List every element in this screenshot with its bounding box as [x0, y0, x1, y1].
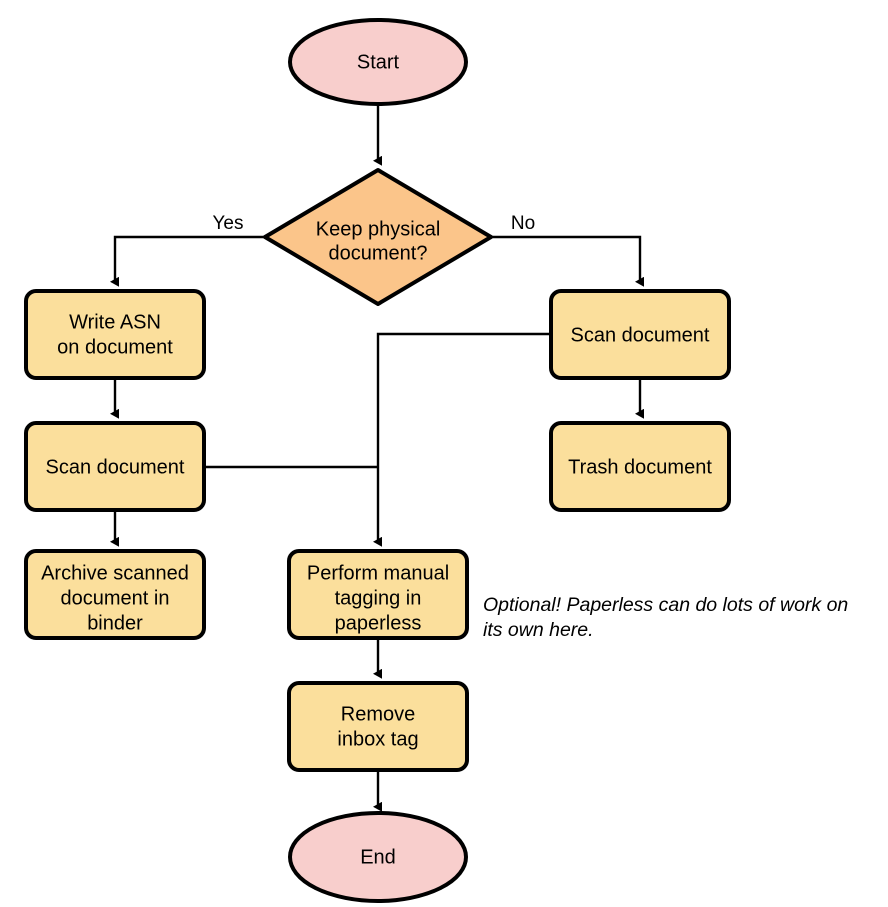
edge-label-no: No — [511, 213, 535, 234]
write-asn-label-line2: on document — [57, 336, 173, 358]
node-start[interactable]: Start — [288, 18, 468, 106]
manual-tagging-label-line3: paperless — [335, 612, 422, 634]
decision-diamond[interactable] — [263, 168, 493, 306]
node-scan-document-left[interactable]: Scan document — [24, 421, 206, 512]
archive-label-line1: Archive scanned — [41, 562, 189, 584]
end-label: End — [360, 846, 396, 868]
optional-note-line1: Optional! Paperless can do lots of work … — [483, 594, 848, 616]
edge-scan-right-to-manual-tagging — [373, 332, 551, 547]
trash-document-box[interactable] — [549, 421, 731, 512]
node-write-asn[interactable]: Write ASN on document — [24, 289, 206, 380]
decision-label-line2: document? — [329, 242, 428, 264]
edge-decision-to-write-asn — [110, 235, 265, 287]
start-ellipse[interactable] — [288, 18, 468, 106]
start-label: Start — [357, 51, 400, 73]
manual-tagging-label-line2: tagging in — [335, 587, 422, 609]
archive-label-line2: document in — [61, 587, 170, 609]
scan-document-right-box[interactable] — [549, 289, 731, 380]
trash-document-label: Trash document — [568, 456, 712, 478]
node-scan-document-right[interactable]: Scan document — [549, 289, 731, 380]
manual-tagging-box[interactable] — [287, 549, 469, 640]
node-perform-manual-tagging[interactable]: Perform manual tagging in paperless — [287, 549, 469, 640]
archive-label-line3: binder — [87, 612, 143, 634]
scan-document-left-label: Scan document — [46, 456, 185, 478]
node-archive-scanned-document[interactable]: Archive scanned document in binder — [24, 549, 206, 640]
write-asn-box[interactable] — [24, 289, 206, 380]
remove-inbox-tag-label-line1: Remove — [341, 703, 415, 725]
edge-decision-to-scan-right — [491, 235, 644, 287]
remove-inbox-tag-box[interactable] — [287, 681, 469, 772]
remove-inbox-tag-label-line2: inbox tag — [337, 728, 418, 750]
optional-note-line2: its own here. — [483, 619, 594, 641]
edge-label-yes: Yes — [213, 213, 244, 234]
write-asn-label-line1: Write ASN — [69, 311, 161, 333]
annotation-optional-note: Optional! Paperless can do lots of work … — [483, 594, 848, 641]
scan-document-right-label: Scan document — [571, 324, 710, 346]
node-trash-document[interactable]: Trash document — [549, 421, 731, 512]
scan-document-left-box[interactable] — [24, 421, 206, 512]
archive-box[interactable] — [24, 549, 206, 640]
node-remove-inbox-tag[interactable]: Remove inbox tag — [287, 681, 469, 772]
node-decision-keep-physical-document[interactable]: Keep physical document? — [263, 168, 493, 306]
node-end[interactable]: End — [288, 811, 468, 903]
end-ellipse[interactable] — [288, 811, 468, 903]
manual-tagging-label-line1: Perform manual — [307, 562, 449, 584]
decision-label-line1: Keep physical — [316, 218, 441, 240]
